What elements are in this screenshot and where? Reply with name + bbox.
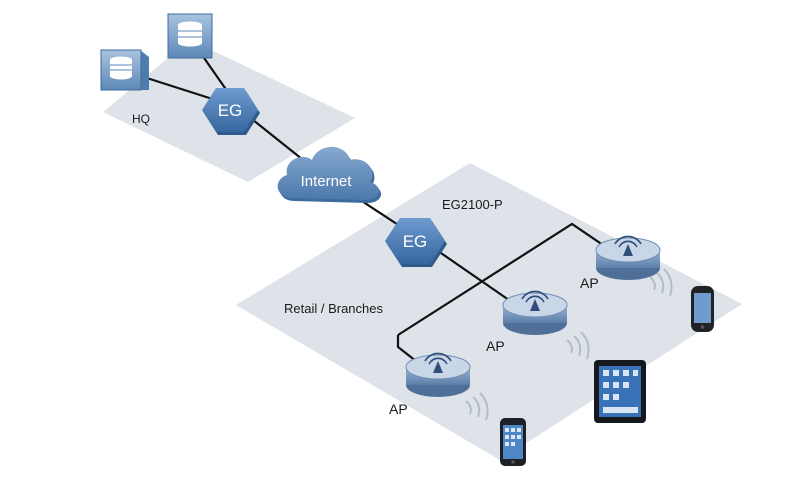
smartphone-icon	[691, 286, 714, 332]
gateway-hexagon-icon: EG	[385, 218, 447, 267]
gateway-hexagon-icon: EG	[202, 88, 260, 135]
server-icon	[167, 13, 213, 59]
smartphone-icon	[500, 418, 526, 466]
wifi-signal-icon	[566, 331, 590, 360]
server-icon	[100, 49, 149, 91]
access-point-icon	[502, 290, 568, 335]
retail-zone-label: Retail / Branches	[284, 301, 383, 316]
retail-platform	[236, 163, 742, 460]
hq-zone-label: HQ	[132, 112, 150, 126]
access-point-icon	[405, 352, 471, 397]
internet-label: Internet	[301, 173, 353, 190]
tablet-icon	[594, 360, 646, 423]
ap-label: AP	[486, 338, 505, 354]
wifi-signal-icon	[649, 268, 673, 297]
ap-label: AP	[580, 275, 599, 291]
branch-gateway-label: EG	[403, 232, 428, 251]
wifi-signal-icon	[465, 392, 489, 421]
ap-label: AP	[389, 401, 408, 417]
hq-gateway-label: EG	[218, 101, 243, 120]
access-point-icon	[595, 235, 661, 280]
cloud-icon: Internet	[277, 146, 382, 203]
branch-gateway-model-label: EG2100-P	[442, 197, 503, 212]
